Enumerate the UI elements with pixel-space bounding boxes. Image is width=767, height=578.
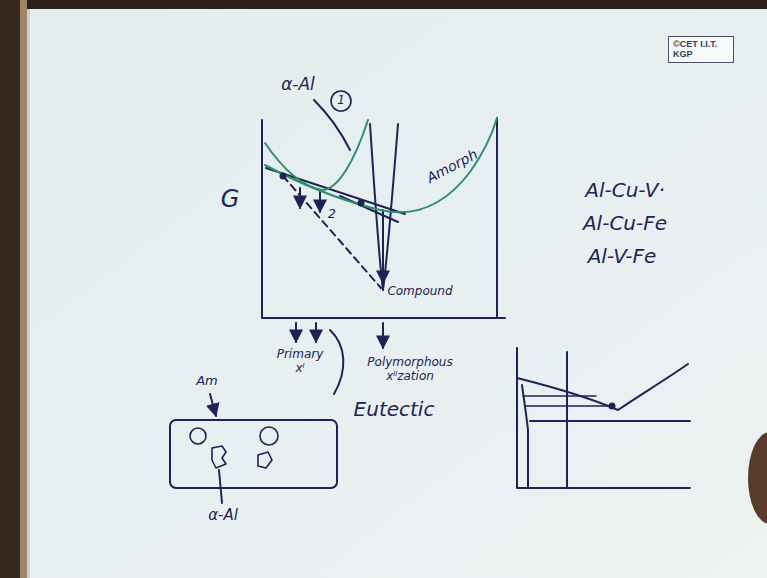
amorphous-curve — [265, 118, 497, 212]
leader-line — [219, 470, 222, 503]
alpha-al-curve — [265, 120, 368, 190]
axes — [262, 118, 505, 318]
liquidus — [517, 364, 688, 410]
tie-line — [523, 396, 610, 406]
alloy-label: Al-Cu-Fe — [583, 212, 667, 235]
frame-left — [0, 0, 20, 578]
process-label: Primary xˡ — [272, 348, 328, 376]
phase-axes — [517, 348, 690, 488]
alpha-grain — [258, 452, 272, 468]
curve-label: Amorph — [424, 146, 480, 186]
tangent-point — [280, 173, 287, 180]
hand — [748, 432, 767, 524]
frame-top — [0, 0, 767, 9]
process-label: Eutectic — [354, 398, 435, 421]
dashed-line — [283, 176, 381, 288]
compound-curve — [370, 124, 398, 290]
frame-edge — [27, 9, 30, 578]
amorphous-particle — [190, 428, 206, 444]
arrow — [295, 323, 297, 342]
callout-number: 1 — [337, 94, 345, 108]
alpha-grain — [212, 446, 226, 468]
callout-number: 2 — [328, 207, 336, 222]
solvus — [522, 385, 528, 488]
frame-strip — [20, 0, 27, 578]
leader-line — [314, 100, 350, 150]
phase-label: α-Al — [281, 75, 315, 95]
arrow — [382, 323, 384, 348]
arrow — [382, 210, 384, 283]
arrow — [210, 394, 216, 416]
arrow — [319, 190, 321, 212]
tangent-point — [358, 200, 365, 207]
eutectic-line — [530, 420, 690, 422]
amorphous-particle — [260, 427, 278, 445]
dot — [610, 404, 615, 409]
microstructure-box — [170, 420, 337, 488]
alloy-label: Al-Cu-V· — [585, 179, 665, 202]
phase-label: α-Al — [208, 507, 238, 524]
arrow — [315, 323, 317, 342]
arrow — [299, 188, 301, 208]
callout-circle — [331, 91, 351, 111]
logo-text: ©CET I.I.T. KGP — [673, 39, 729, 60]
process-label: Polymorphous xˡˡzation — [358, 356, 462, 384]
bracket — [330, 330, 343, 394]
logo-box: ©CET I.I.T. KGP — [668, 36, 734, 63]
axis-label: G — [221, 186, 240, 214]
alloy-label: Al-V-Fe — [588, 245, 657, 268]
curve-label: Compound — [387, 285, 452, 299]
phase-label: Am — [196, 374, 218, 389]
